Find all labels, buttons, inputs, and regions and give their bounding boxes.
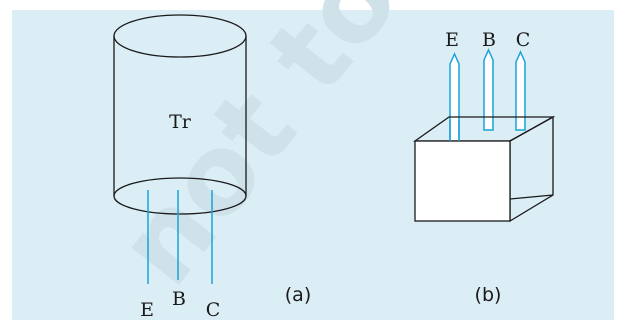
cylinder-bottom bbox=[113, 177, 247, 215]
lead-label-b-c: C bbox=[516, 29, 531, 51]
figure-panel bbox=[12, 10, 614, 320]
lead-label-b-b: B bbox=[482, 29, 496, 51]
leads-a bbox=[147, 190, 213, 284]
lead-label-a-b: B bbox=[172, 288, 186, 310]
box-inner-edge bbox=[509, 194, 554, 200]
box-right-face bbox=[509, 115, 554, 223]
lead-b-b bbox=[483, 48, 494, 131]
lead-label-b-e: E bbox=[445, 29, 459, 51]
lead-label-a-e: E bbox=[140, 299, 154, 321]
box-front-face bbox=[414, 140, 511, 222]
lead-b-c bbox=[515, 50, 526, 131]
transistor-cylinder bbox=[113, 14, 247, 215]
caption-a: (a) bbox=[285, 284, 311, 306]
device-label-tr: Tr bbox=[169, 111, 192, 133]
cylinder-top bbox=[113, 14, 247, 58]
lead-label-a-c: C bbox=[206, 299, 221, 321]
lead-b-e bbox=[449, 52, 460, 142]
caption-b: (b) bbox=[475, 284, 502, 306]
transistor-box bbox=[412, 115, 556, 223]
leads-b bbox=[449, 48, 526, 142]
watermark-text: not to bbox=[93, 0, 423, 308]
